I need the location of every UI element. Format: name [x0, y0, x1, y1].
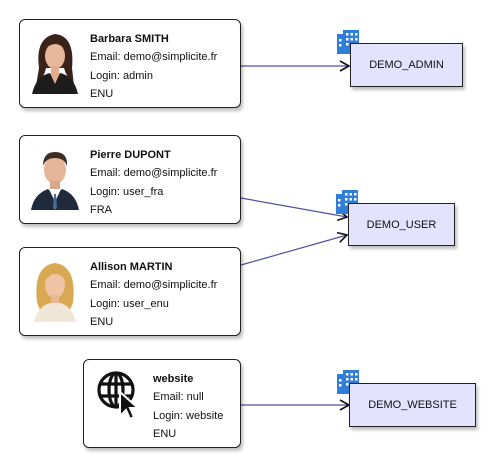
connector-martin-user — [240, 231, 349, 266]
user-card-barbara-smith[interactable]: Barbara SMITH Email: demo@simplicite.fr … — [19, 19, 241, 108]
woman-blonde-photo — [30, 256, 80, 322]
user-name: Allison MARTIN — [90, 261, 173, 273]
group-node-demo-user[interactable]: DEMO_USER — [348, 203, 455, 246]
user-info: website Email: null Login: website ENU — [153, 370, 223, 443]
group-label: DEMO_WEBSITE — [368, 399, 457, 411]
user-email: Email: null — [153, 391, 204, 404]
user-language: ENU — [90, 315, 114, 328]
user-name: Pierre DUPONT — [90, 149, 171, 161]
user-card-website[interactable]: website Email: null Login: website ENU — [83, 359, 241, 448]
user-language: FRA — [90, 203, 112, 216]
group-node-demo-admin[interactable]: DEMO_ADMIN — [350, 43, 463, 87]
user-language: ENU — [153, 427, 177, 440]
man-suit-photo — [30, 144, 80, 210]
user-info: Barbara SMITH Email: demo@simplicite.fr … — [90, 30, 217, 103]
globe-cursor-icon — [94, 368, 146, 421]
user-language: ENU — [90, 87, 114, 100]
user-login: Login: admin — [90, 69, 153, 82]
group-label: DEMO_USER — [366, 218, 437, 231]
user-name: website — [153, 373, 194, 385]
woman-dark-hair-photo — [30, 28, 80, 94]
user-info: Allison MARTIN Email: demo@simplicite.fr… — [90, 258, 217, 331]
user-card-allison-martin[interactable]: Allison MARTIN Email: demo@simplicite.fr… — [19, 247, 241, 336]
connector-dupont-user — [240, 197, 349, 222]
user-login: Login: user_enu — [90, 297, 169, 310]
group-node-demo-website[interactable]: DEMO_WEBSITE — [349, 383, 476, 427]
group-label: DEMO_ADMIN — [369, 59, 444, 71]
user-login: Login: user_fra — [90, 185, 164, 198]
user-card-pierre-dupont[interactable]: Pierre DUPONT Email: demo@simplicite.fr … — [19, 135, 241, 224]
user-email: Email: demo@simplicite.fr — [90, 167, 218, 180]
user-email: Email: demo@simplicite.fr — [90, 279, 218, 292]
user-name: Barbara SMITH — [90, 33, 169, 45]
user-login: Login: website — [153, 409, 224, 422]
user-info: Pierre DUPONT Email: demo@simplicite.fr … — [90, 146, 217, 219]
user-email: Email: demo@simplicite.fr — [90, 51, 218, 64]
